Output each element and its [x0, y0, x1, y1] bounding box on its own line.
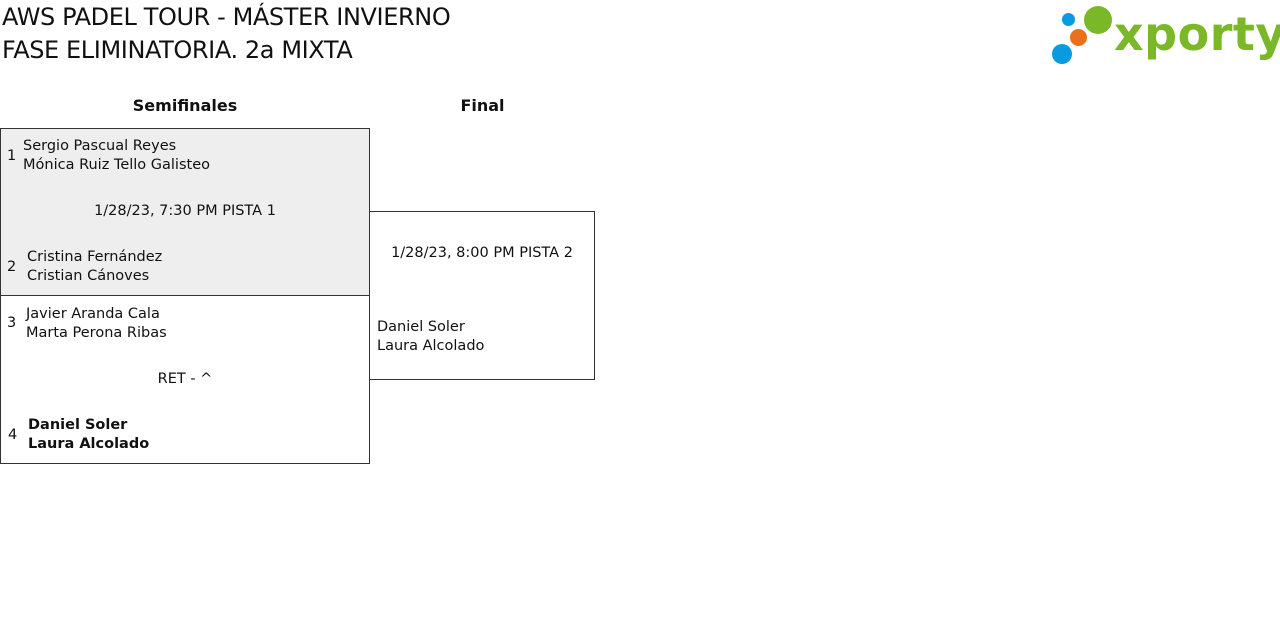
match-schedule: 1/28/23, 8:00 PM PISTA 2	[391, 245, 573, 261]
logo-dot-orange	[1070, 29, 1087, 46]
xporty-logo: xporty	[1052, 4, 1280, 68]
semifinal-1-card[interactable]: 1 Sergio Pascual Reyes Mónica Ruiz Tello…	[0, 128, 370, 296]
player-name: Laura Alcolado	[377, 338, 485, 354]
team-3: Javier Aranda Cala Marta Perona Ribas	[26, 305, 167, 343]
semifinal-2-card[interactable]: 3 Javier Aranda Cala Marta Perona Ribas …	[0, 295, 370, 464]
player-name: Marta Perona Ribas	[26, 325, 167, 341]
player-name: Mónica Ruiz Tello Galisteo	[23, 157, 210, 173]
team-1: Sergio Pascual Reyes Mónica Ruiz Tello G…	[23, 137, 210, 175]
final-card[interactable]: 1/28/23, 8:00 PM PISTA 2 Daniel Soler La…	[369, 211, 595, 380]
match-schedule: 1/28/23, 7:30 PM PISTA 1	[94, 203, 276, 219]
round-label-final: Final	[460, 96, 505, 115]
player-name: Daniel Soler	[28, 417, 128, 433]
finalist-team: Daniel Soler Laura Alcolado	[377, 318, 484, 356]
team-2: Cristina Fernández Cristian Cánoves	[27, 248, 162, 286]
player-name: Sergio Pascual Reyes	[23, 138, 177, 154]
logo-dot-blue-small	[1062, 13, 1075, 26]
round-label-semifinals: Semifinales	[132, 96, 238, 115]
logo-dot-green	[1084, 6, 1112, 34]
match-result: RET - ^	[157, 371, 213, 387]
seed-number: 3	[7, 315, 17, 331]
seed-number: 2	[7, 259, 17, 275]
player-name: Daniel Soler	[377, 319, 465, 335]
player-name: Cristina Fernández	[27, 249, 163, 265]
team-4-winner: Daniel Soler Laura Alcolado	[28, 416, 149, 454]
player-name: Laura Alcolado	[28, 436, 150, 452]
player-name: Cristian Cánoves	[27, 268, 150, 284]
player-name: Javier Aranda Cala	[26, 306, 160, 322]
seed-number: 1	[7, 148, 17, 164]
seed-number: 4	[8, 427, 18, 443]
phase-title: FASE ELIMINATORIA. 2a MIXTA	[2, 36, 353, 64]
tournament-title: AWS PADEL TOUR - MÁSTER INVIERNO	[2, 3, 451, 31]
logo-text: xporty	[1114, 7, 1280, 61]
logo-dot-blue-large	[1052, 44, 1072, 64]
